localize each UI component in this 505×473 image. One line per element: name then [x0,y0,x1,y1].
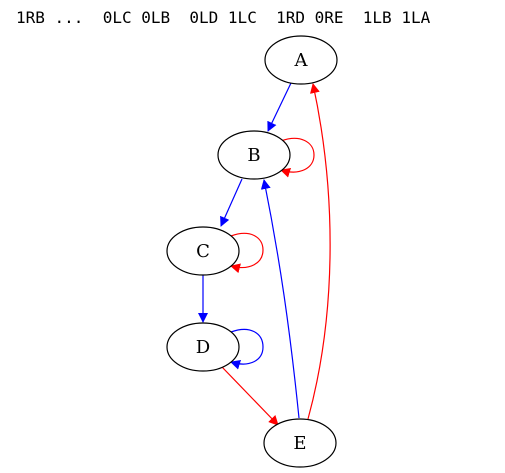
node-c: C [166,226,240,276]
node-label: B [247,145,260,166]
node-a: A [264,35,338,85]
node-label: A [294,50,309,71]
edge-b-b [280,137,315,178]
node-b: B [217,130,291,180]
node-label: E [293,433,306,454]
node-d: D [166,322,240,372]
edge-d-e [221,366,279,426]
edge-e-a [307,83,331,420]
edge-b-c [220,178,243,227]
node-label: D [196,337,210,358]
edge-e-b [260,179,300,419]
transition-table-header: 1RB ... 0LC 0LB 0LD 1LC 1RD 0RE 1LB 1LA [16,8,431,27]
node-e: E [263,418,337,468]
edge-a-b [267,82,292,132]
node-label: C [196,241,210,262]
edge-c-c [230,232,264,274]
edge-d-d [230,328,264,370]
